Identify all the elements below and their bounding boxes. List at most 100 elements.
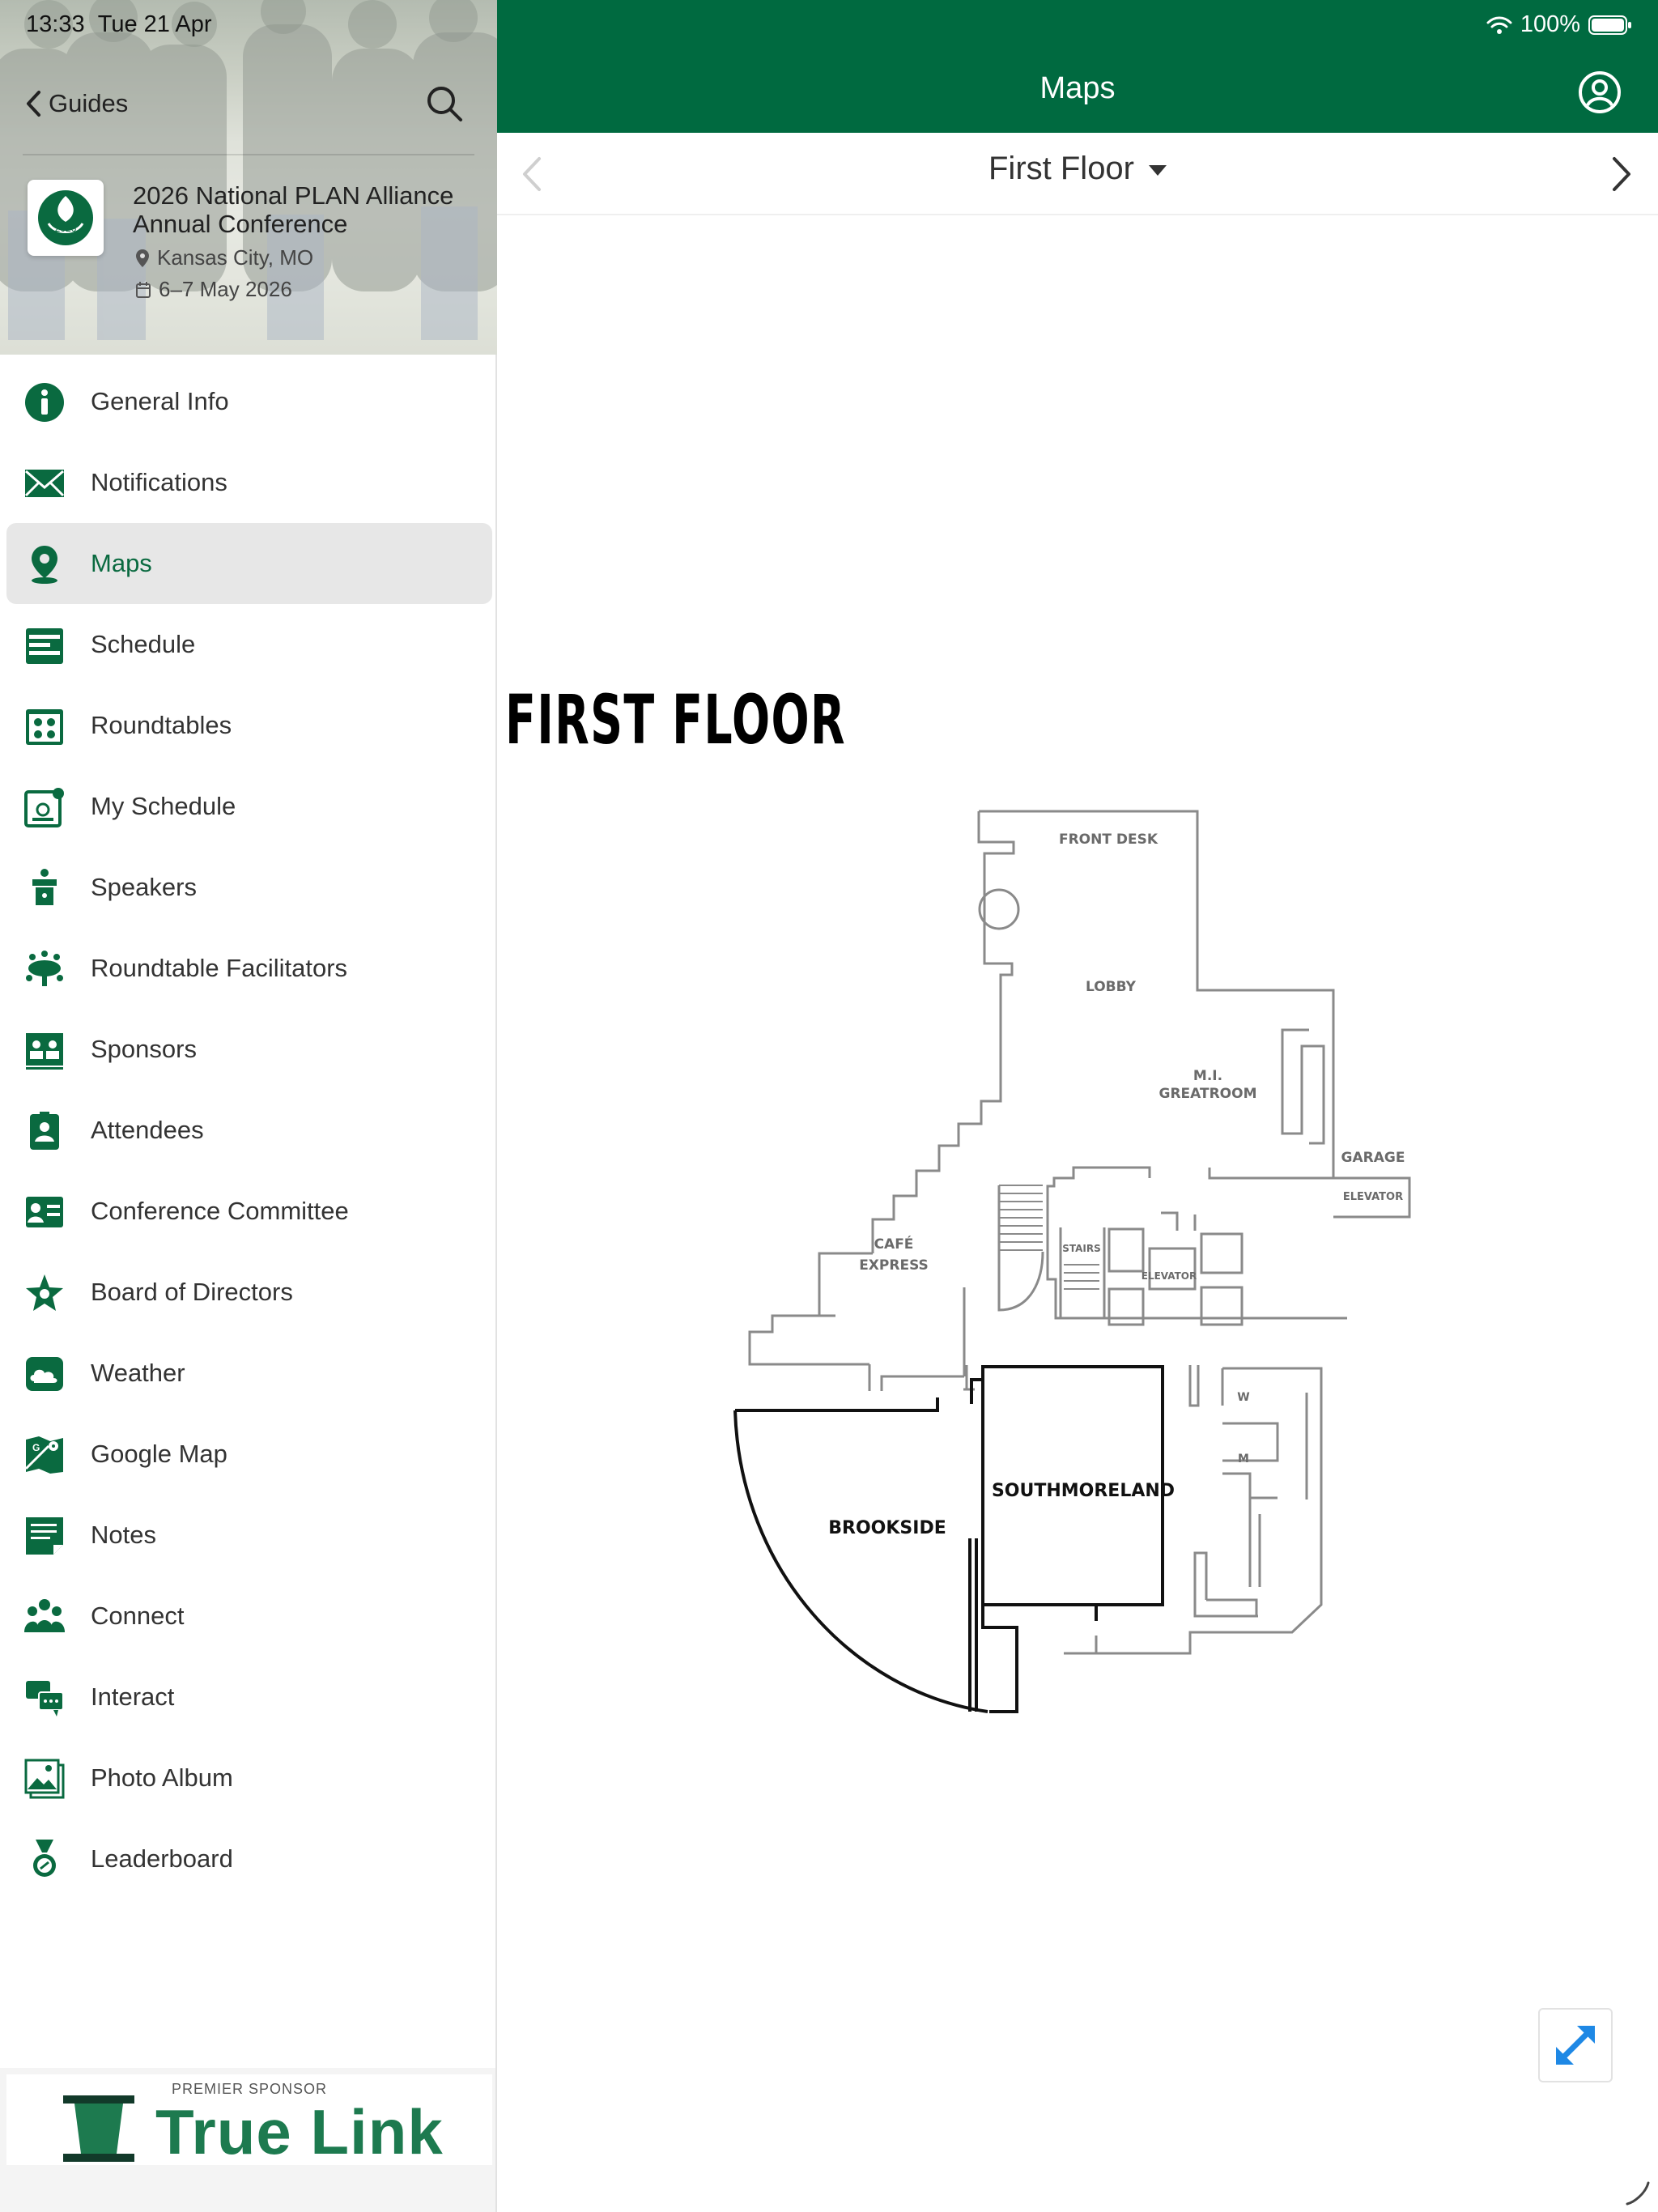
menu-item-notifications[interactable]: Notifications xyxy=(0,442,495,523)
menu-item-roundtable-facilitators[interactable]: Roundtable Facilitators xyxy=(0,928,495,1009)
previous-floor-icon[interactable] xyxy=(520,154,544,194)
envelope-icon xyxy=(24,470,65,497)
map-pin-icon xyxy=(32,546,57,584)
room-label-southmoreland: SOUTHMORELAND xyxy=(992,1481,1175,1501)
guide-menu: General Info Notifications Maps xyxy=(0,361,495,1899)
sponsor-label: PREMIER SPONSOR xyxy=(171,2081,328,2097)
star-icon xyxy=(26,1274,63,1311)
badge-icon xyxy=(30,1112,59,1150)
menu-label: My Schedule xyxy=(91,792,236,820)
sponsor-banner[interactable]: PREMIER SPONSOR True Link xyxy=(6,2074,492,2167)
menu-label: Board of Directors xyxy=(91,1278,293,1306)
room-label-stairs: STAIRS xyxy=(1062,1243,1101,1254)
menu-label: Connect xyxy=(91,1602,185,1630)
menu-label: Leaderboard xyxy=(91,1844,233,1873)
menu-item-general-info[interactable]: General Info xyxy=(0,361,495,442)
menu-label: General Info xyxy=(91,387,229,415)
menu-item-connect[interactable]: Connect xyxy=(0,1576,495,1657)
event-location-text: Kansas City, MO xyxy=(157,245,314,270)
status-date: Tue 21 Apr xyxy=(97,11,212,37)
menu-item-notes[interactable]: Notes xyxy=(0,1495,495,1576)
menu-label: Schedule xyxy=(91,630,196,658)
back-button[interactable]: Guides xyxy=(24,86,128,121)
next-floor-icon[interactable] xyxy=(1609,154,1634,194)
caret-down-icon xyxy=(1149,164,1167,176)
menu-item-roundtables[interactable]: Roundtables xyxy=(0,685,495,766)
menu-label: Interact xyxy=(91,1682,175,1711)
room-label-garage-line1: GARAGE xyxy=(1341,1150,1405,1166)
battery-percent: 100% xyxy=(1520,11,1580,37)
active-highlight xyxy=(6,523,492,604)
hero-divider xyxy=(23,154,474,155)
menu-label: Conference Committee xyxy=(91,1197,349,1225)
menu-item-conference-committee[interactable]: Conference Committee xyxy=(0,1171,495,1252)
nav-bar: 100% Maps xyxy=(497,0,1658,133)
event-dates: 6–7 May 2026 xyxy=(136,277,292,302)
event-header: 13:33 Tue 21 Apr Guides 2026 2026 Nation… xyxy=(0,0,497,355)
floor-heading: FIRST FLOOR xyxy=(505,680,846,759)
spool-logo-icon xyxy=(63,2095,134,2162)
menu-item-attendees[interactable]: Attendees xyxy=(0,1090,495,1171)
floor-dropdown[interactable]: First Floor xyxy=(497,151,1658,187)
profile-icon[interactable] xyxy=(1577,70,1622,115)
room-label-cafe-line2: EXPRESS xyxy=(859,1257,929,1274)
menu-label: Roundtable Facilitators xyxy=(91,954,348,982)
info-icon xyxy=(25,383,64,422)
status-time: 13:33 Tue 21 Apr xyxy=(26,11,212,38)
room-label-greatroom-line1: M.I. xyxy=(1193,1068,1222,1084)
sidebar: 13:33 Tue 21 Apr Guides 2026 2026 Nation… xyxy=(0,0,497,2212)
facilitators-icon xyxy=(26,951,63,986)
room-label-greatroom-line2: GREATROOM xyxy=(1158,1086,1256,1102)
menu-item-weather[interactable]: Weather xyxy=(0,1333,495,1414)
calendar-icon xyxy=(136,281,151,298)
chat-icon xyxy=(26,1681,64,1716)
logo-year: 2026 xyxy=(55,223,77,234)
chevron-left-icon xyxy=(27,91,40,117)
menu-label: Attendees xyxy=(91,1116,204,1144)
floor-dropdown-value: First Floor xyxy=(988,151,1134,186)
sponsor-name: True Link xyxy=(155,2096,444,2167)
committee-icon xyxy=(26,1197,63,1227)
search-icon[interactable] xyxy=(424,81,465,126)
menu-label: Roundtables xyxy=(91,711,232,739)
menu-item-maps[interactable]: Maps xyxy=(0,523,495,604)
menu-item-interact[interactable]: Interact xyxy=(0,1657,495,1738)
room-label-men: M xyxy=(1238,1453,1249,1465)
menu-label: Sponsors xyxy=(91,1035,197,1063)
wifi-icon xyxy=(1486,16,1512,34)
room-label-women: W xyxy=(1237,1391,1249,1404)
resize-grip-icon[interactable] xyxy=(1622,2178,1652,2207)
menu-label: Maps xyxy=(91,549,152,577)
menu-label: Notifications xyxy=(91,468,227,496)
notes-icon xyxy=(26,1517,63,1555)
expand-arrows-icon xyxy=(1556,2026,1595,2065)
floor-plan-map[interactable]: FRONT DESK LOBBY M.I. GREATROOM GARAGE E… xyxy=(497,793,1658,1725)
room-label-cafe-line1: CAFÉ xyxy=(874,1235,914,1253)
leaf-logo-icon: 2026 xyxy=(38,190,93,245)
menu-label: Weather xyxy=(91,1359,185,1387)
back-label: Guides xyxy=(49,89,129,117)
people-icon xyxy=(24,1599,65,1632)
menu-item-google-map[interactable]: G Google Map xyxy=(0,1414,495,1495)
room-label-elevator: ELEVATOR xyxy=(1141,1270,1197,1282)
google-map-icon: G xyxy=(24,1436,63,1474)
menu-item-my-schedule[interactable]: My Schedule xyxy=(0,766,495,847)
location-pin-icon xyxy=(136,249,149,267)
medal-icon xyxy=(33,1840,56,1877)
menu-item-speakers[interactable]: Speakers xyxy=(0,847,495,928)
expand-map-button[interactable] xyxy=(1538,2008,1613,2082)
event-title: 2026 National PLAN Alliance Annual Confe… xyxy=(133,181,454,238)
menu-item-board-of-directors[interactable]: Board of Directors xyxy=(0,1252,495,1333)
menu-item-sponsors[interactable]: Sponsors xyxy=(0,1009,495,1090)
page-title: Maps xyxy=(1039,71,1116,105)
menu-item-schedule[interactable]: Schedule xyxy=(0,604,495,685)
event-logo: 2026 xyxy=(28,180,104,256)
room-label-brookside: BROOKSIDE xyxy=(828,1518,946,1538)
status-indicators: 100% xyxy=(1486,11,1632,38)
photo-icon xyxy=(24,1759,65,1799)
svg-text:G: G xyxy=(32,1442,40,1453)
menu-label: Photo Album xyxy=(91,1763,233,1792)
menu-item-leaderboard[interactable]: Leaderboard xyxy=(0,1819,495,1899)
menu-label: Speakers xyxy=(91,873,197,901)
menu-item-photo-album[interactable]: Photo Album xyxy=(0,1738,495,1819)
